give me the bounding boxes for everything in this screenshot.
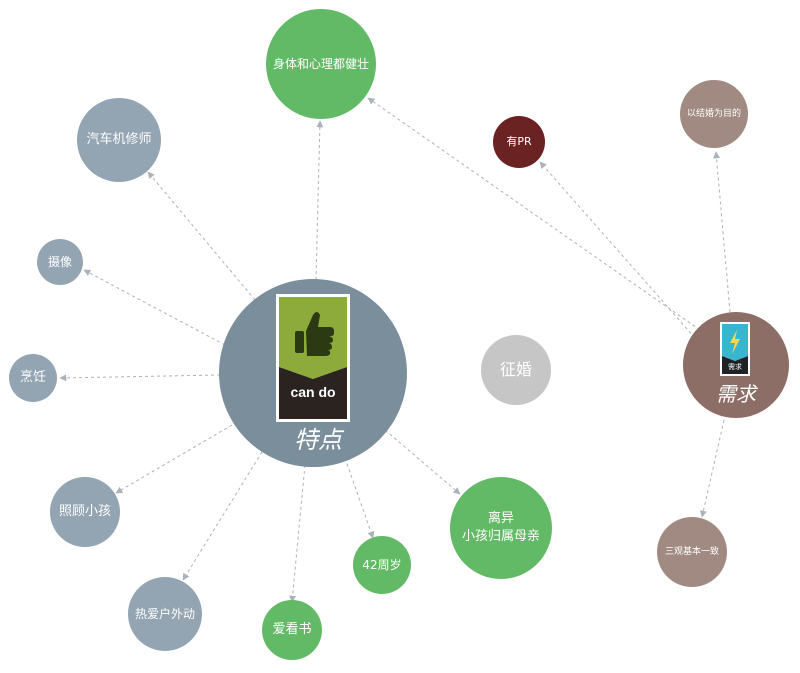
node-seeking[interactable]: 征婚 — [481, 335, 551, 405]
node-outdoor[interactable]: 热爱户外动 — [128, 577, 202, 651]
edge-features-mechanic — [147, 171, 256, 301]
hub-features-label: 特点 — [294, 426, 342, 454]
edge-features-health — [315, 120, 324, 281]
needs-badge-text: 需求 — [728, 363, 742, 371]
edge-features-outdoor — [182, 451, 263, 581]
hub-needs-label: 需求 — [716, 382, 756, 406]
edge-needs-values — [699, 419, 725, 518]
node-age[interactable]: 42周岁 — [353, 536, 411, 594]
node-health[interactable]: 身体和心理都健壮 — [266, 9, 376, 119]
edge-features-reading — [289, 464, 306, 603]
needs-badge — [720, 322, 750, 376]
edge-features-age — [344, 457, 375, 539]
node-divorced[interactable]: 离异 小孩归属母亲 — [450, 477, 552, 579]
edge-features-cooking — [59, 374, 221, 382]
edge-needs-health — [367, 97, 701, 331]
node-childcare[interactable]: 照顾小孩 — [50, 477, 120, 547]
edge-features-divorced — [384, 429, 461, 495]
node-values[interactable]: 三观基本一致 — [657, 517, 727, 587]
features-badge-text: can do — [290, 384, 336, 400]
node-reading[interactable]: 爱看书 — [262, 600, 322, 660]
lightning-icon — [722, 324, 748, 374]
features-badge — [276, 294, 350, 422]
node-marriage-goal[interactable]: 以结婚为目的 — [680, 80, 748, 148]
edge-needs-goal — [713, 151, 731, 313]
edge-needs-haspr — [539, 161, 696, 339]
node-mechanic[interactable]: 汽车机修师 — [77, 98, 161, 182]
edge-features-photography — [83, 269, 226, 346]
node-has-pr[interactable]: 有PR — [493, 116, 545, 168]
thumbs-up-icon — [279, 297, 347, 419]
edge-features-childcare — [115, 424, 233, 494]
node-cooking[interactable]: 烹饪 — [9, 354, 57, 402]
node-photography[interactable]: 摄像 — [37, 239, 83, 285]
